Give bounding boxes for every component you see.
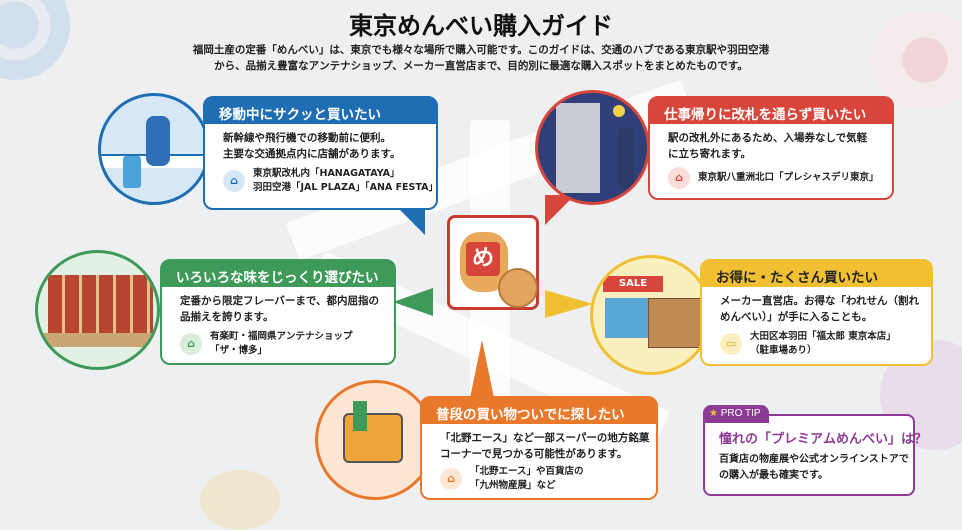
location-text: 羽田空港「JAL PLAZA」「ANA FESTA」 bbox=[253, 182, 438, 193]
pointer-tail bbox=[545, 290, 593, 318]
card-body: 「北野エース」など一部スーパーの地方銘菓 bbox=[440, 432, 650, 444]
location-text: 東京駅改札内「HANAGATAYA」 bbox=[253, 168, 400, 179]
card-heading: いろいろな味をじっくり選びたい bbox=[162, 261, 394, 287]
card-bargain: お得に・たくさん買いたい メーカー直営店。お得な「われせん（割れめんべい）」が手… bbox=[700, 259, 933, 366]
shopping-cart-illustration bbox=[315, 380, 435, 500]
sale-sign: SALE bbox=[603, 276, 663, 292]
pro-tip-body: 百貨店の物産展や公式オンラインストアで bbox=[719, 454, 909, 465]
star-icon: ★ bbox=[709, 408, 718, 419]
menbei-package-illustration: め bbox=[447, 215, 539, 310]
card-everyday: 普段の買い物ついでに探したい 「北野エース」など一部スーパーの地方銘菓コーナーで… bbox=[420, 396, 658, 500]
pro-tip-box: 憧れの「プレミアムめんべい」は？ 百貨店の物産展や公式オンラインストアで の購入… bbox=[703, 414, 928, 496]
page-title: 東京めんべい購入ガイド bbox=[349, 12, 613, 40]
pro-tip-body: の購入が最も確実です。 bbox=[719, 470, 828, 481]
location-text: 「ザ・博多」 bbox=[210, 345, 268, 356]
card-body: コーナーで見つかる可能性があります。 bbox=[440, 448, 628, 460]
car-icon: ▭ bbox=[720, 333, 742, 355]
pointer-tail bbox=[395, 205, 425, 235]
card-body: に立ち寄れます。 bbox=[668, 148, 751, 160]
card-travel: 移動中にサクッと買いたい 新幹線や飛行機での移動前に便利。主要な交通拠点内に店舗… bbox=[203, 96, 438, 210]
card-heading: お得に・たくさん買いたい bbox=[702, 261, 931, 287]
pro-tip-badge: ★ PRO TIP bbox=[703, 405, 769, 423]
location-text: 大田区本羽田「福太郎 東京本店」 bbox=[750, 331, 896, 342]
seigaiha-pattern bbox=[200, 470, 280, 530]
menbei-logo: め bbox=[466, 242, 500, 276]
card-body: 新幹線や飛行機での移動前に便利。 bbox=[223, 132, 391, 144]
outlet-store-illustration: SALE bbox=[590, 255, 712, 375]
location-text: 「北野エース」や百貨店の bbox=[470, 466, 584, 477]
card-heading: 仕事帰りに改札を通らず買いたい bbox=[650, 98, 892, 124]
location-text: （駐車場あり） bbox=[750, 345, 817, 356]
card-body: 主要な交通拠点内に店舗があります。 bbox=[223, 148, 401, 160]
office-night-illustration bbox=[535, 90, 650, 205]
card-body: 品揃えを誇ります。 bbox=[180, 311, 274, 323]
pro-tip-heading: 憧れの「プレミアムめんべい」は？ bbox=[719, 432, 928, 447]
pointer-tail bbox=[393, 288, 433, 316]
shop-icon: ⌂ bbox=[668, 167, 690, 189]
shop-icon: ⌂ bbox=[180, 333, 202, 355]
pro-tip-label: PRO TIP bbox=[720, 408, 761, 419]
card-body: メーカー直営店。お得な「われせん（割れ bbox=[720, 295, 919, 307]
card-body: 定番から限定フレーバーまで、都内屈指の bbox=[180, 295, 379, 307]
card-heading: 普段の買い物ついでに探したい bbox=[422, 398, 656, 424]
shop-icon: ⌂ bbox=[440, 468, 462, 490]
subtitle-line: 福岡土産の定番「めんべい」は、東京でも様々な場所で購入可能です。このガイドは、交… bbox=[192, 44, 770, 56]
traveler-illustration bbox=[98, 93, 210, 205]
location-text: 東京駅八重洲北口「プレシャスデリ東京」 bbox=[698, 172, 879, 183]
card-body: めんべい）」が手に入ることも。 bbox=[720, 311, 873, 323]
subtitle-line: から、品揃え豊富なアンテナショップ、メーカー直営店まで、目的別に最適な購入スポッ… bbox=[214, 60, 748, 72]
card-body: 駅の改札外にあるため、入場券なしで気軽 bbox=[668, 132, 868, 144]
card-variety: いろいろな味をじっくり選びたい 定番から限定フレーバーまで、都内屈指の品揃えを誇… bbox=[160, 259, 396, 365]
shop-icon: ⌂ bbox=[223, 170, 245, 192]
card-after-work: 仕事帰りに改札を通らず買いたい 駅の改札外にあるため、入場券なしで気軽に立ち寄れ… bbox=[648, 96, 894, 200]
menbei-shelf-illustration bbox=[35, 250, 160, 370]
location-text: 「九州物産展」など bbox=[470, 480, 556, 491]
seigaiha-pattern bbox=[870, 10, 962, 110]
location-text: 有楽町・福岡県アンテナショップ bbox=[210, 331, 353, 342]
card-heading: 移動中にサクッと買いたい bbox=[205, 98, 436, 124]
pointer-tail bbox=[470, 340, 494, 398]
